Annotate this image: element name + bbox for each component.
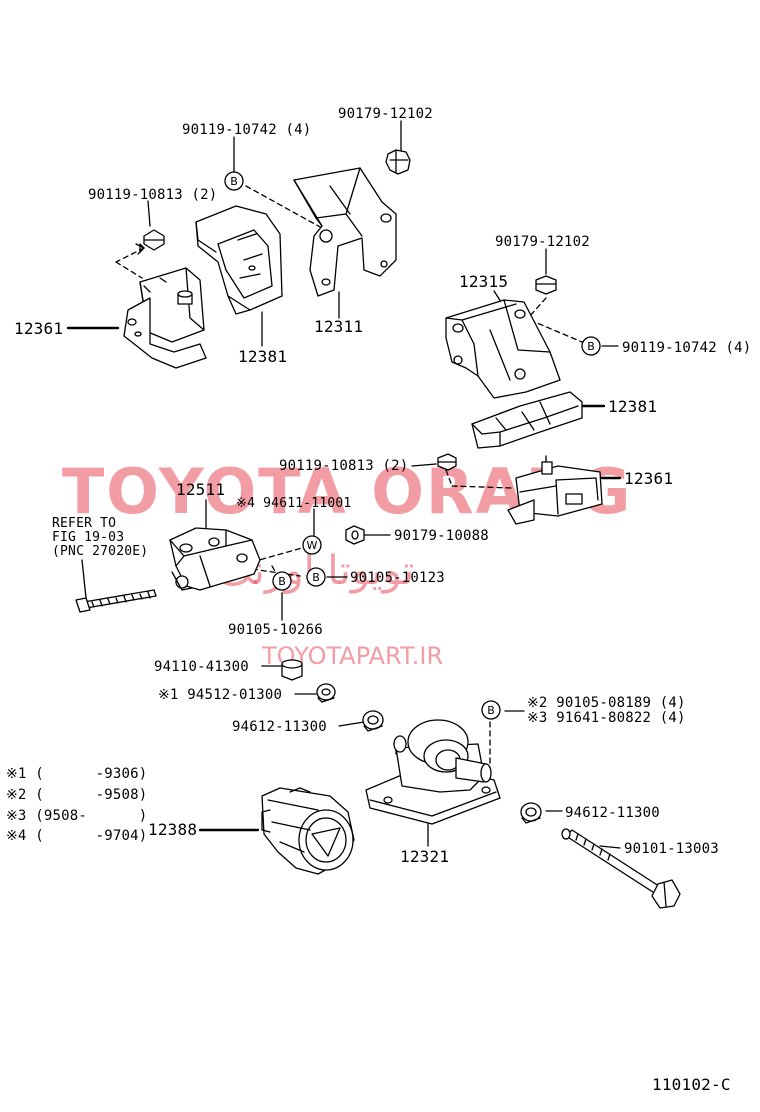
callout-b-90105-10266: B	[273, 572, 291, 590]
pad-12381-top	[196, 206, 282, 314]
label-90179-10088: 90179-10088	[394, 528, 489, 544]
label-90119-10742-right: 90119-10742 (4)	[622, 340, 752, 356]
label-90105-08189: ※2 90105-08189 (4)	[527, 695, 686, 711]
callout-b-90105-10123: B	[307, 568, 325, 586]
svg-text:B: B	[278, 575, 286, 588]
insulator-12321	[366, 720, 500, 824]
nut-90179-12102-right	[536, 276, 556, 294]
bracket-12311	[294, 168, 396, 296]
label-12315: 12315	[459, 272, 509, 291]
label-90119-10742-top: 90119-10742 (4)	[182, 122, 312, 138]
label-refer-line-1: REFER TO	[52, 516, 117, 531]
label-90179-12102-top: 90179-12102	[338, 106, 433, 122]
washer-94612-11300-right	[521, 803, 541, 823]
label-12388: 12388	[148, 820, 198, 839]
insulator-12388	[262, 788, 354, 874]
label-12311: 12311	[314, 317, 364, 336]
label-90105-10123: 90105-10123	[350, 570, 445, 586]
bolt-refer-27020E	[76, 590, 156, 612]
diagram-id: 110102-C	[652, 1075, 731, 1094]
mount-12361-right	[508, 456, 602, 524]
label-12381-right: 12381	[608, 397, 658, 416]
bushing-94110-41300	[282, 660, 302, 680]
washer-94512-01300	[317, 684, 335, 702]
label-90179-12102-right: 90179-12102	[495, 234, 590, 250]
mount-12361-left	[124, 268, 206, 368]
label-refer-line-2: FIG 19-03	[52, 530, 125, 545]
callout-b-bottom: B	[482, 701, 500, 719]
svg-text:B: B	[230, 175, 238, 188]
label-94512-01300: ※1 94512-01300	[158, 687, 283, 703]
label-12361-left: 12361	[14, 319, 64, 338]
callout-w: W	[303, 536, 321, 554]
nut-90179-12102-top	[386, 150, 410, 174]
bracket-12315	[446, 300, 560, 398]
callout-b-right: B	[582, 337, 600, 355]
bracket-12511	[170, 528, 260, 590]
bolt-90119-10813-top	[136, 230, 164, 254]
label-94612-11300-left: 94612-11300	[232, 719, 327, 735]
washer-94612-11300-left	[363, 711, 383, 731]
watermark-persian: تویوتا اورنگ	[218, 548, 415, 594]
svg-text:W: W	[307, 539, 318, 552]
label-12381-left: 12381	[238, 347, 288, 366]
label-94611-11001: ※4 94611-11001	[236, 496, 352, 511]
label-90119-10813-top: 90119-10813 (2)	[88, 187, 218, 203]
pad-12381-right	[472, 392, 582, 448]
note-3: ※3 (9508- )	[6, 808, 148, 824]
svg-text:B: B	[487, 704, 495, 717]
bolt-90101-13003	[562, 829, 680, 908]
note-4: ※4 ( -9704)	[6, 828, 148, 844]
label-94612-11300-right: 94612-11300	[565, 805, 660, 821]
label-12511: 12511	[176, 480, 226, 499]
note-2: ※2 ( -9508)	[6, 787, 148, 803]
label-12321: 12321	[400, 847, 450, 866]
label-90101-13003: 90101-13003	[624, 841, 719, 857]
label-90105-10266: 90105-10266	[228, 622, 323, 638]
label-refer-line-3: (PNC 27020E)	[52, 544, 149, 559]
svg-text:B: B	[587, 340, 595, 353]
label-91641-80822: ※3 91641-80822 (4)	[527, 710, 686, 726]
callout-b-top: B	[225, 172, 243, 190]
nut-90179-10088	[346, 526, 364, 544]
svg-text:B: B	[312, 571, 320, 584]
bolt-90119-10813-mid	[438, 454, 456, 470]
label-94110-41300: 94110-41300	[154, 659, 249, 675]
label-12361-right: 12361	[624, 469, 674, 488]
label-90119-10813-mid: 90119-10813 (2)	[279, 458, 409, 474]
note-1: ※1 ( -9306)	[6, 766, 148, 782]
